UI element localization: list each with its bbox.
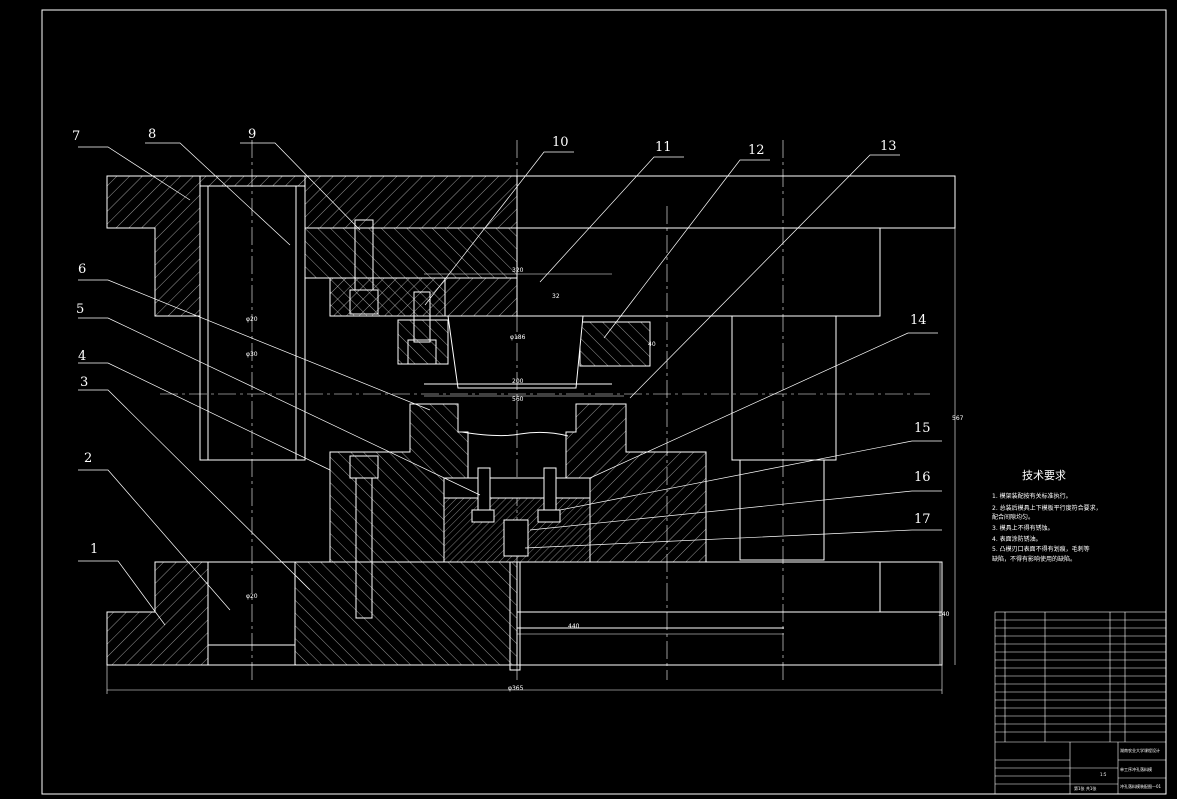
callout-15: 15	[914, 421, 931, 436]
dim-phi186: φ186	[510, 334, 526, 341]
dim-phi30: φ30	[246, 351, 258, 358]
title-block-school: 湖南农业大学课程设计	[1120, 747, 1160, 753]
callout-1: 1	[90, 542, 98, 557]
tech-req-item: 1. 模架装配按有关标准执行。	[992, 492, 1072, 500]
tech-req-title: 技术要求	[1022, 469, 1066, 482]
tech-req-item: 5. 凸模刃口表面不得有划痕，毛刺等	[992, 545, 1090, 553]
dim-567: 567	[952, 415, 964, 422]
title-block	[994, 611, 1167, 795]
lower-base-plate	[106, 561, 943, 666]
title-block-sheet: 第1张 共1张	[1074, 785, 1096, 791]
callout-14: 14	[910, 313, 927, 328]
dim-40: 40	[648, 341, 656, 348]
leader-lines	[78, 142, 942, 626]
tech-req-item: 2. 总装后模具上下模板平行度符合要求，	[992, 504, 1102, 512]
callout-6: 6	[78, 262, 86, 277]
dim-32: 32	[552, 293, 560, 300]
dim-phi20-a: φ20	[246, 316, 258, 323]
callout-9: 9	[248, 127, 256, 142]
upper-screws	[349, 219, 437, 365]
dim-phi20-b: φ20	[246, 593, 258, 600]
callout-7: 7	[72, 129, 80, 144]
dim-320: 320	[512, 267, 524, 274]
guide-pillar-right	[731, 315, 837, 561]
callout-5: 5	[76, 302, 84, 317]
callout-12: 12	[748, 143, 765, 158]
dim-560: 560	[512, 396, 524, 403]
dim-140: 140	[938, 611, 950, 618]
tech-req-item: 4. 表面涂防锈油。	[992, 535, 1042, 543]
callout-8: 8	[148, 127, 156, 142]
title-block-drawing-name: 单工序冲孔落料模	[1120, 766, 1152, 772]
tech-req-item: 3. 模具上不得有锈蚀。	[992, 524, 1054, 532]
dim-440: 440	[568, 623, 580, 630]
callout-16: 16	[914, 470, 931, 485]
callout-11: 11	[655, 140, 672, 155]
lower-die	[329, 403, 707, 563]
punch-holder	[304, 227, 651, 389]
lower-bolt	[349, 455, 521, 671]
callout-17: 17	[914, 512, 931, 527]
title-block-scale: 1:5	[1100, 772, 1107, 777]
dimension-lines	[106, 176, 956, 694]
callout-2: 2	[84, 451, 92, 466]
title-block-drawing-no: 冲孔落料模装配图—01	[1120, 783, 1162, 789]
technical-requirements: 技术要求 1. 模架装配按有关标准执行。 2. 总装后模具上下模板平行度符合要求…	[992, 469, 1102, 563]
callout-10: 10	[552, 135, 569, 150]
tech-req-item: 缺陷，不得有影响使用的缺陷。	[992, 555, 1076, 563]
callout-3: 3	[80, 375, 88, 390]
tech-req-item: 配合间隙均匀。	[992, 513, 1034, 521]
drawing-frame	[41, 9, 1167, 795]
callout-13: 13	[880, 139, 897, 154]
dim-phi365: φ365	[508, 685, 524, 692]
callout-4: 4	[78, 349, 86, 364]
dim-200: 200	[512, 378, 524, 385]
